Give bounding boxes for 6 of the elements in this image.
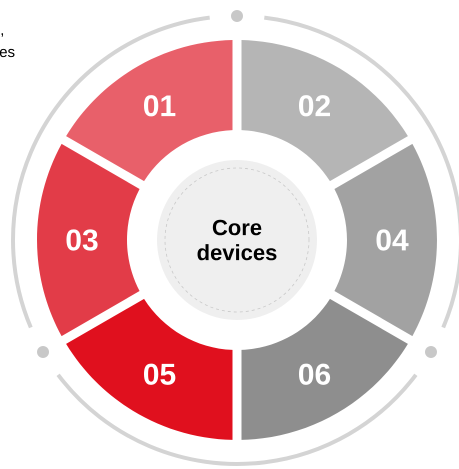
ring-segment: 02 [242,40,408,182]
cut-text: , [2,33,4,37]
ring-segment: 03 [37,144,140,336]
ring-segment: 01 [66,40,232,182]
cut-text: es [0,48,14,58]
ring-segment: 04 [334,144,437,336]
